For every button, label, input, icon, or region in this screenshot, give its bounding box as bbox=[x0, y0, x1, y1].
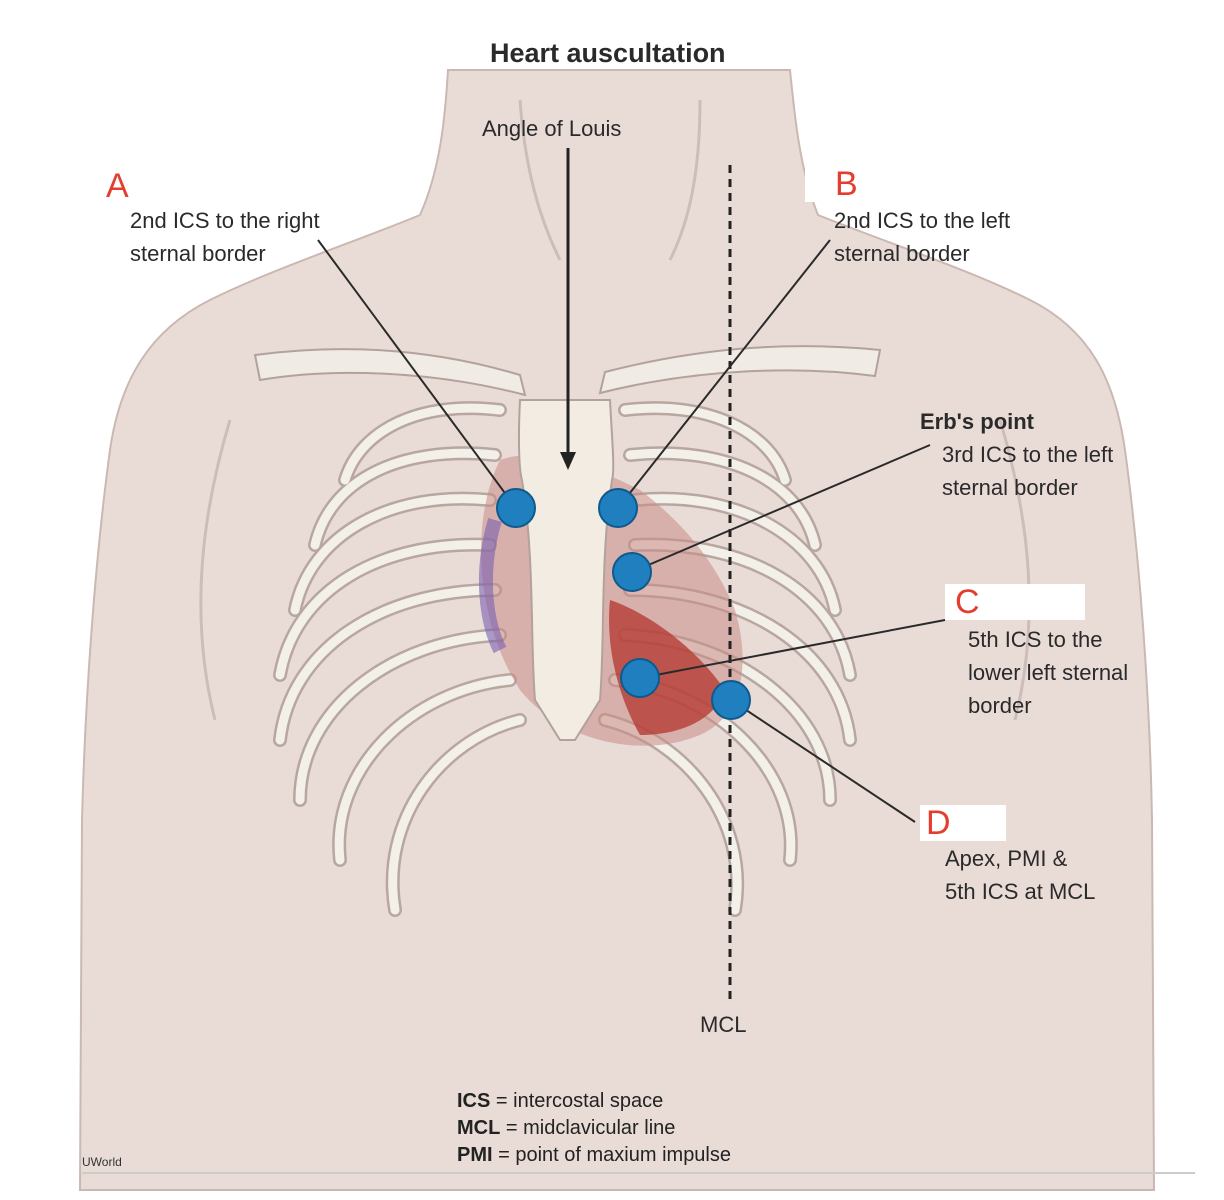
site-c-letter: C bbox=[945, 584, 1085, 620]
erb-point-title: Erb's point bbox=[920, 409, 1035, 434]
mcl-label: MCL bbox=[700, 1012, 747, 1037]
legend: ICS = intercostal space MCL = midclavicu… bbox=[457, 1088, 731, 1169]
site-b-letter: B bbox=[805, 166, 965, 202]
site-b-line2: sternal border bbox=[834, 241, 970, 266]
site-c-line2: lower left sternal bbox=[968, 660, 1129, 685]
site-a-line1: 2nd ICS to the right bbox=[130, 208, 320, 233]
ribs-right-fill bbox=[275, 403, 525, 915]
legend-row-pmi: PMI = point of maxium impulse bbox=[457, 1144, 731, 1166]
heart-ventricle bbox=[609, 600, 725, 735]
legend-row-mcl: MCL = midclavicular line bbox=[457, 1117, 676, 1139]
point-aortic bbox=[496, 488, 536, 528]
site-a-letter: A bbox=[96, 168, 192, 204]
site-a-label: 2nd ICS to the right sternal border bbox=[130, 204, 320, 270]
site-c-line3: border bbox=[968, 693, 1032, 718]
point-mitral bbox=[711, 680, 751, 720]
erb-point-label: Erb's point 3rd ICS to the left sternal … bbox=[920, 405, 1113, 504]
angle-of-louis-label: Angle of Louis bbox=[482, 116, 622, 141]
diagram-title: Heart auscultation bbox=[490, 38, 726, 68]
leader-lines bbox=[317, 239, 946, 823]
site-c-label: 5th ICS to the lower left sternal border bbox=[968, 623, 1128, 722]
site-c-line1: 5th ICS to the bbox=[968, 627, 1103, 652]
point-pulmonic bbox=[598, 488, 638, 528]
site-d-letter: D bbox=[920, 805, 1006, 841]
site-b-line1: 2nd ICS to the left bbox=[834, 208, 1011, 233]
point-tricuspid bbox=[620, 658, 660, 698]
erb-point-line1: 3rd ICS to the left bbox=[942, 442, 1114, 467]
point-erb bbox=[612, 552, 652, 592]
legend-row-ics: ICS = intercostal space bbox=[457, 1090, 664, 1112]
erb-point-line2: sternal border bbox=[942, 475, 1078, 500]
site-d-line1: Apex, PMI & bbox=[945, 846, 1068, 871]
sternum bbox=[517, 399, 615, 741]
site-d-label: Apex, PMI & 5th ICS at MCL bbox=[945, 842, 1095, 908]
site-a-line2: sternal border bbox=[130, 241, 266, 266]
site-d-line2: 5th ICS at MCL bbox=[945, 879, 1096, 904]
right-clavicle bbox=[253, 348, 527, 397]
left-clavicle bbox=[598, 345, 882, 395]
auscultation-points bbox=[496, 488, 751, 720]
source-credit: UWorld bbox=[82, 1155, 122, 1169]
site-b-label: 2nd ICS to the left sternal border bbox=[834, 204, 1010, 270]
